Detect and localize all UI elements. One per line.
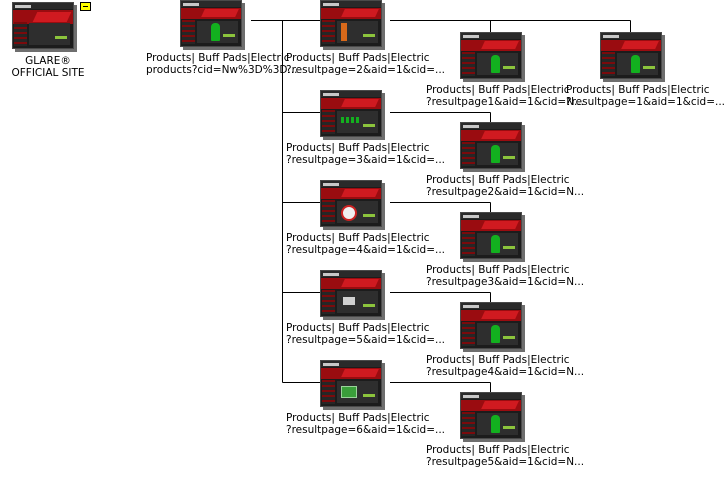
node-url: ?resultpage=2&aid=1&cid=... — [286, 64, 446, 76]
node-title: Products| Buff Pads|Electric — [426, 174, 570, 186]
page-thumbnail[interactable] — [320, 0, 382, 47]
node-label: Products| Buff Pads|Electric ?resultpage… — [566, 84, 725, 108]
page-thumbnail[interactable] — [320, 270, 382, 317]
node-title: Products| Buff Pads|Electric — [286, 232, 430, 244]
page-thumbnail[interactable] — [320, 180, 382, 227]
page-thumbnail[interactable] — [320, 90, 382, 137]
node-label: GLARE® OFFICIAL SITE — [0, 55, 118, 79]
collapse-button[interactable] — [80, 2, 91, 11]
page-thumbnail[interactable] — [320, 360, 382, 407]
page-thumbnail[interactable] — [12, 2, 74, 49]
node-label: Products| Buff Pads|Electric ?resultpage… — [286, 322, 446, 346]
node-url: ?resultpage=4&aid=1&cid=... — [286, 244, 446, 256]
node-url: ?resultpage2&aid=1&cid=N... — [426, 186, 585, 198]
node-url: ?resultpage1&aid=1&cid=N... — [426, 96, 585, 108]
node-label: Products| Buff Pads|Electric ?resultpage… — [426, 444, 585, 468]
node-label: Products| Buff Pads|Electric ?resultpage… — [426, 354, 585, 378]
node-url: products?cid=Nw%3D%3D... — [146, 64, 298, 76]
node-title: Products| Buff Pads|Electric — [286, 412, 430, 424]
node-title: Products| Buff Pads|Electric — [286, 142, 430, 154]
node-label: Products| Buff Pads|Electric ?resultpage… — [286, 412, 446, 436]
page-thumbnail[interactable] — [180, 0, 242, 47]
node-title: Products| Buff Pads|Electric — [286, 52, 430, 64]
node-label: Products| Buff Pads|Electric ?resultpage… — [286, 232, 446, 256]
node-url: ?resultpage=1&aid=1&cid=... — [566, 96, 725, 108]
node-title: Products| Buff Pads|Electric — [286, 322, 430, 334]
node-url: ?resultpage=3&aid=1&cid=... — [286, 154, 446, 166]
page-thumbnail[interactable] — [460, 392, 522, 439]
node-title: Products| Buff Pads|Electric — [426, 264, 570, 276]
page-thumbnail[interactable] — [460, 122, 522, 169]
node-url: ?resultpage5&aid=1&cid=N... — [426, 456, 585, 468]
node-title: Products| Buff Pads|Electric — [426, 84, 570, 96]
node-url: ?resultpage3&aid=1&cid=N... — [426, 276, 585, 288]
node-label: Products| Buff Pads|Electric ?resultpage… — [286, 142, 446, 166]
minus-icon — [83, 6, 88, 7]
page-thumbnail[interactable] — [600, 32, 662, 79]
node-label: Products| Buff Pads|Electric ?resultpage… — [426, 264, 585, 288]
page-thumbnail[interactable] — [460, 32, 522, 79]
node-title: GLARE® — [25, 55, 71, 67]
node-title: Products| Buff Pads|Electric — [146, 52, 290, 64]
site-map-canvas: GLARE® OFFICIAL SITE Products| Buff Pads… — [0, 0, 725, 468]
node-title: Products| Buff Pads|Electric — [426, 354, 570, 366]
page-thumbnail[interactable] — [460, 302, 522, 349]
node-label: Products| Buff Pads|Electric ?resultpage… — [286, 52, 446, 76]
node-label: Products| Buff Pads|Electric ?resultpage… — [426, 174, 585, 198]
node-url: ?resultpage4&aid=1&cid=N... — [426, 366, 585, 378]
node-title: Products| Buff Pads|Electric — [426, 444, 570, 456]
node-subtitle: OFFICIAL SITE — [11, 67, 85, 79]
node-label: Products| Buff Pads|Electric products?ci… — [146, 52, 298, 76]
node-title: Products| Buff Pads|Electric — [566, 84, 710, 96]
node-label: Products| Buff Pads|Electric ?resultpage… — [426, 84, 585, 108]
node-url: ?resultpage=5&aid=1&cid=... — [286, 334, 446, 346]
node-url: ?resultpage=6&aid=1&cid=... — [286, 424, 446, 436]
page-thumbnail[interactable] — [460, 212, 522, 259]
